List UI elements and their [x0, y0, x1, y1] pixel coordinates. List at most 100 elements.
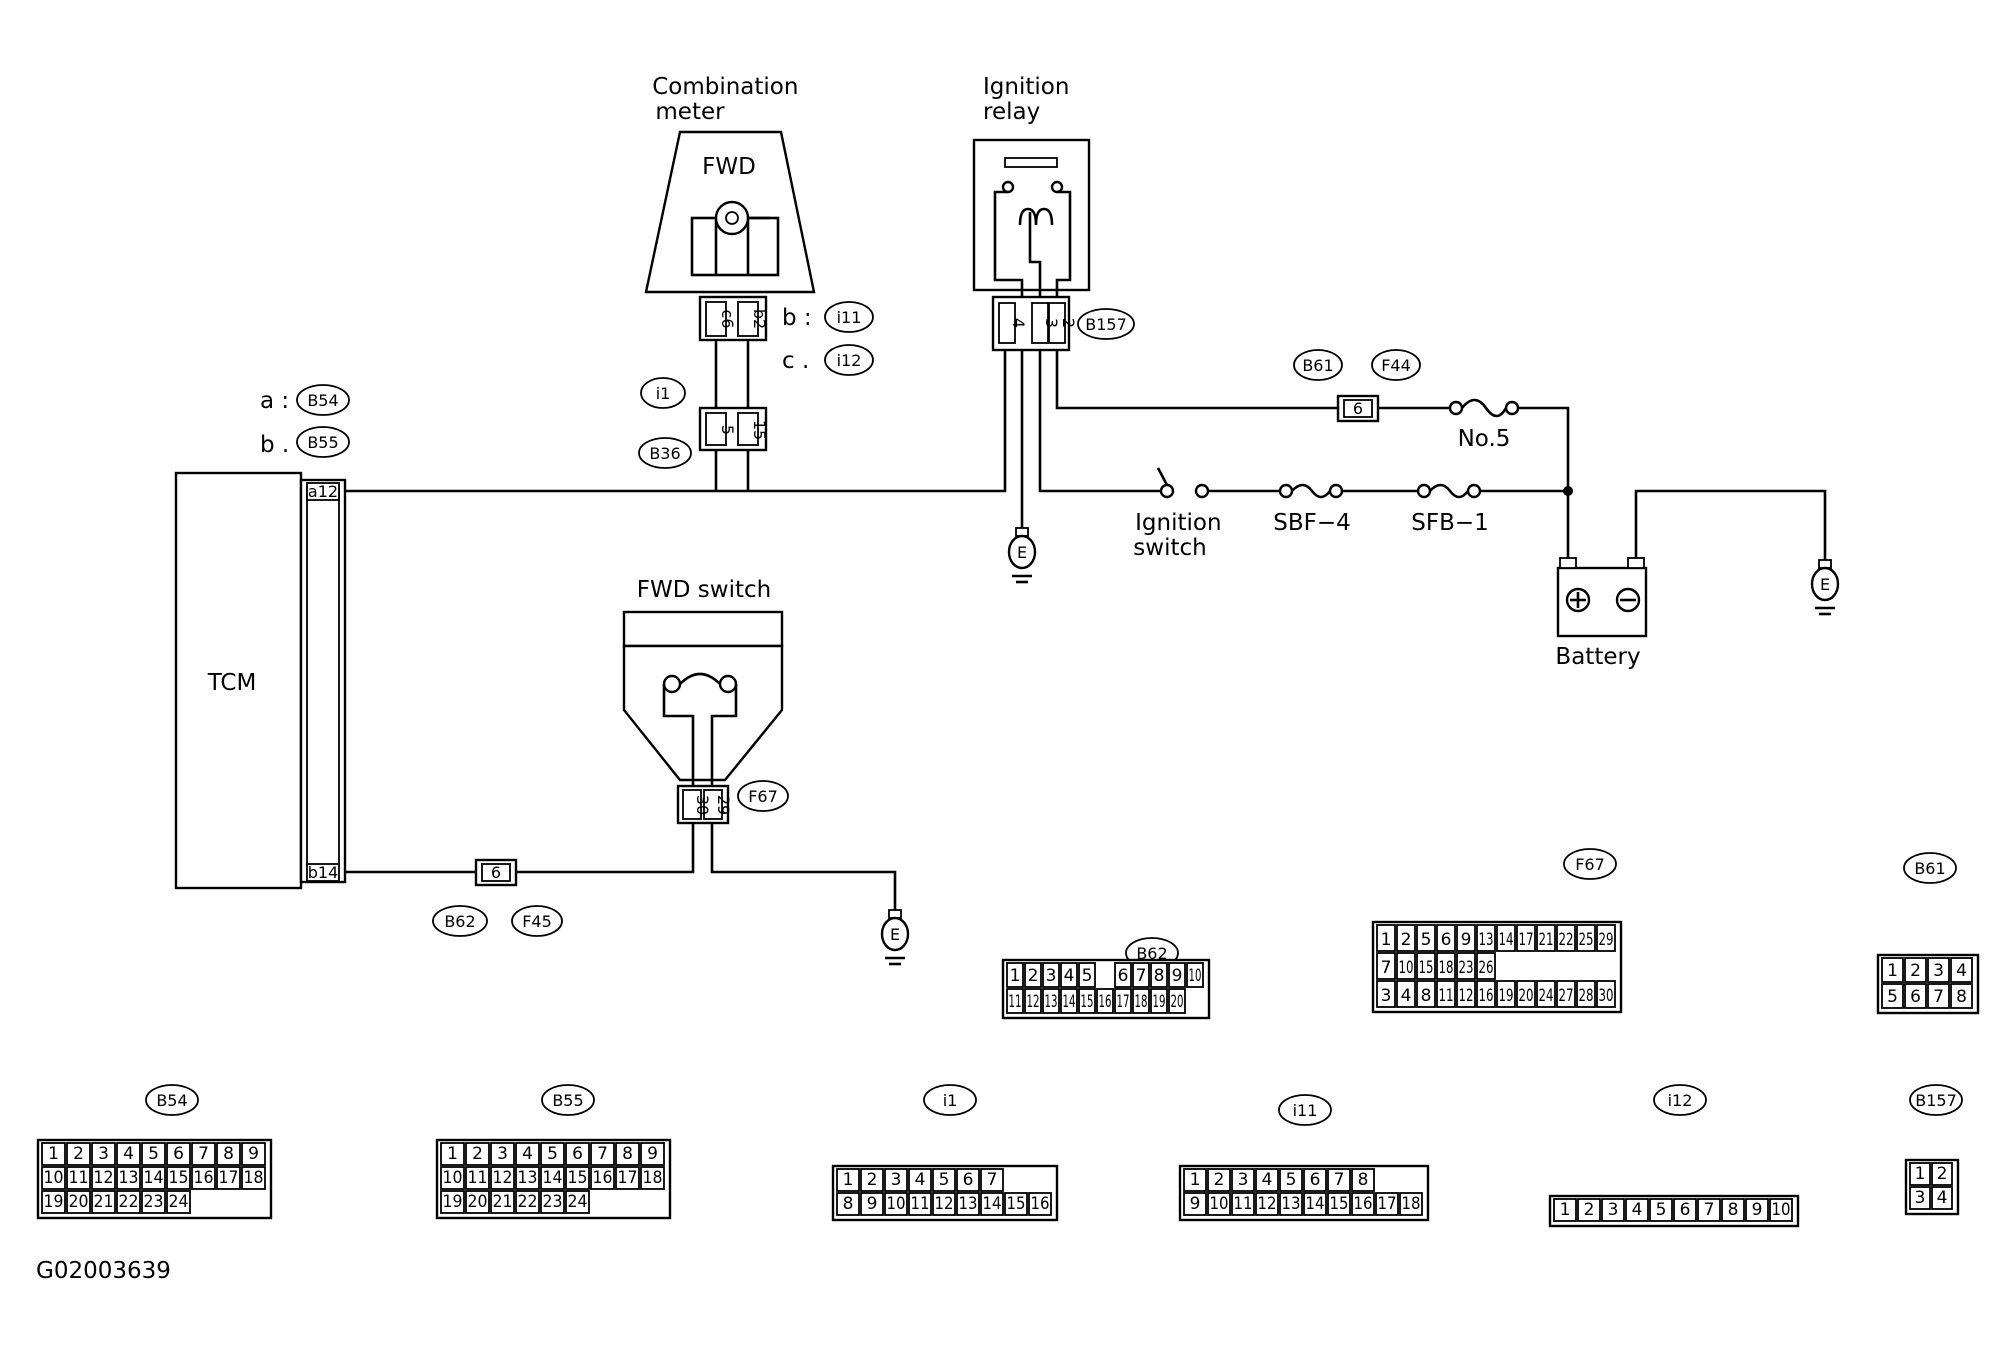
connector-face-pin: 9 [1752, 1200, 1763, 1220]
connector-face-cell [1132, 988, 1150, 1014]
connector-face-cell [241, 1142, 266, 1166]
connector-face-cell [1649, 1198, 1673, 1222]
connector-face-pin: 17 [219, 1168, 239, 1188]
ignition-switch-label-line2: switch [1133, 535, 1206, 561]
f44-ref: F44 [1381, 356, 1411, 375]
b54-ref-badge [296, 384, 350, 416]
relay-coil-feed [1028, 212, 1042, 297]
connector-face-pin: 1 [1190, 1170, 1201, 1190]
tcm: a : B54 b . B55 a12 b14 TCM [174, 384, 350, 890]
connector-face-cell [1476, 952, 1496, 980]
connector-face-cell [1436, 952, 1456, 980]
b61-pin: 6 [1353, 399, 1363, 418]
connector-face-pin: 15 [1330, 1194, 1349, 1214]
connector-face-pin: 15 [1419, 958, 1434, 978]
connector-face-pin: 14 [1499, 930, 1514, 950]
connector-face-pin: 2 [472, 1144, 483, 1164]
connector-face-pin: 9 [867, 1194, 878, 1214]
battery-terminal-negative [1627, 557, 1645, 569]
connector-face-id: i1 [943, 1091, 958, 1110]
connector-face-cell [1376, 952, 1396, 980]
connector-face-pin: 8 [622, 1144, 633, 1164]
connector-face-cell [515, 1166, 540, 1190]
connector-face-cell [1881, 957, 1904, 983]
fwd-switch-internal-right [710, 684, 738, 786]
no5-fuse-icon [1460, 398, 1508, 418]
combination-meter-label-line1: Combination [652, 74, 798, 100]
connector-face-pin: 8 [843, 1194, 854, 1214]
connector-face-pin: 8 [1728, 1200, 1739, 1220]
b62-ref-badge [432, 905, 488, 937]
connector-face-cell [1150, 988, 1168, 1014]
connector-face-pin: 11 [1439, 986, 1454, 1006]
connector-face-pin: 14 [543, 1168, 563, 1188]
connector-face-pin: 15 [1007, 1194, 1026, 1214]
connector-face-cell [1931, 1186, 1953, 1210]
connector-face-pin: 23 [1459, 958, 1474, 978]
ignition-switch-label: Ignition switch [1133, 510, 1229, 561]
connector-face-pin: 3 [497, 1144, 508, 1164]
junction-dot [1563, 486, 1573, 496]
connector-face-pin: 8 [1154, 966, 1165, 986]
connector-face-cell [1207, 1168, 1231, 1192]
ground-icon-relay: E [1007, 527, 1037, 584]
b157-ref: B157 [1085, 315, 1127, 334]
connector-b36: i1 5 15 B36 [638, 377, 769, 469]
connector-face-pin: 14 [1063, 992, 1076, 1012]
connector-face-cell [1396, 980, 1416, 1008]
connector-face-pin: 15 [1081, 992, 1094, 1012]
connector-face-cell [1416, 980, 1436, 1008]
connector-face-cell [1207, 1192, 1231, 1216]
connector-face-pin: 7 [987, 1170, 998, 1190]
wire-no5-battery [1518, 406, 1570, 568]
connector-face-cell [565, 1166, 590, 1190]
connector-face-pin: 16 [1099, 992, 1112, 1012]
connector-face-cell [590, 1166, 615, 1190]
connector-face-pin: 3 [1238, 1170, 1249, 1190]
connector-face-pin: 3 [1933, 961, 1944, 981]
connector-face-cell [908, 1192, 932, 1216]
connector-face-id: B62 [1136, 944, 1167, 963]
fwd-bulb-filament [725, 211, 739, 225]
b36-pin-5: 5 [718, 425, 737, 435]
connector-face-pin: 4 [1632, 1200, 1643, 1220]
connector-face-cell [1150, 962, 1168, 988]
connector-face-cell [1516, 980, 1536, 1008]
ignition-relay-label: Ignition relay [983, 74, 1077, 125]
connector-face-pin: 21 [1539, 930, 1554, 950]
connector-face-badge [145, 1084, 199, 1116]
connector-face-cell [1114, 962, 1132, 988]
connector-face-cell [590, 1142, 615, 1166]
connector-face-cell [1078, 962, 1096, 988]
wire-sw29-ground [710, 823, 897, 910]
connector-face-cell [1327, 1192, 1351, 1216]
connector-face-id: i12 [1668, 1091, 1693, 1110]
connector-face-cell [1456, 952, 1476, 980]
connector-face-cell [1231, 1192, 1255, 1216]
no5-fuse-terminal-right [1504, 400, 1520, 416]
connector-face-cell [1416, 924, 1436, 952]
sbf4-terminal-right [1328, 483, 1344, 499]
connector-face-cell [66, 1190, 91, 1214]
connector-face-pin: 15 [568, 1168, 588, 1188]
meter-pin-c6-box [705, 301, 727, 337]
connector-face-cell [1536, 924, 1556, 952]
connector-face-cell [1904, 957, 1927, 983]
no5-label: No.5 [1458, 426, 1511, 452]
connector-face-cell [440, 1190, 465, 1214]
fwd-switch-label: FWD switch [637, 577, 771, 603]
connector-face-pin: 25 [1579, 930, 1594, 950]
connector-face-cell [1042, 988, 1060, 1014]
b62-pin-box [481, 863, 511, 882]
b62-ref: B62 [444, 912, 475, 931]
connector-face-pin: 6 [1910, 987, 1921, 1007]
ignition-switch-terminal-left [1159, 483, 1175, 499]
connector-face-pin: 13 [1282, 1194, 1301, 1214]
meter-c-ref: i12 [837, 351, 862, 370]
connector-face-cell [465, 1142, 490, 1166]
